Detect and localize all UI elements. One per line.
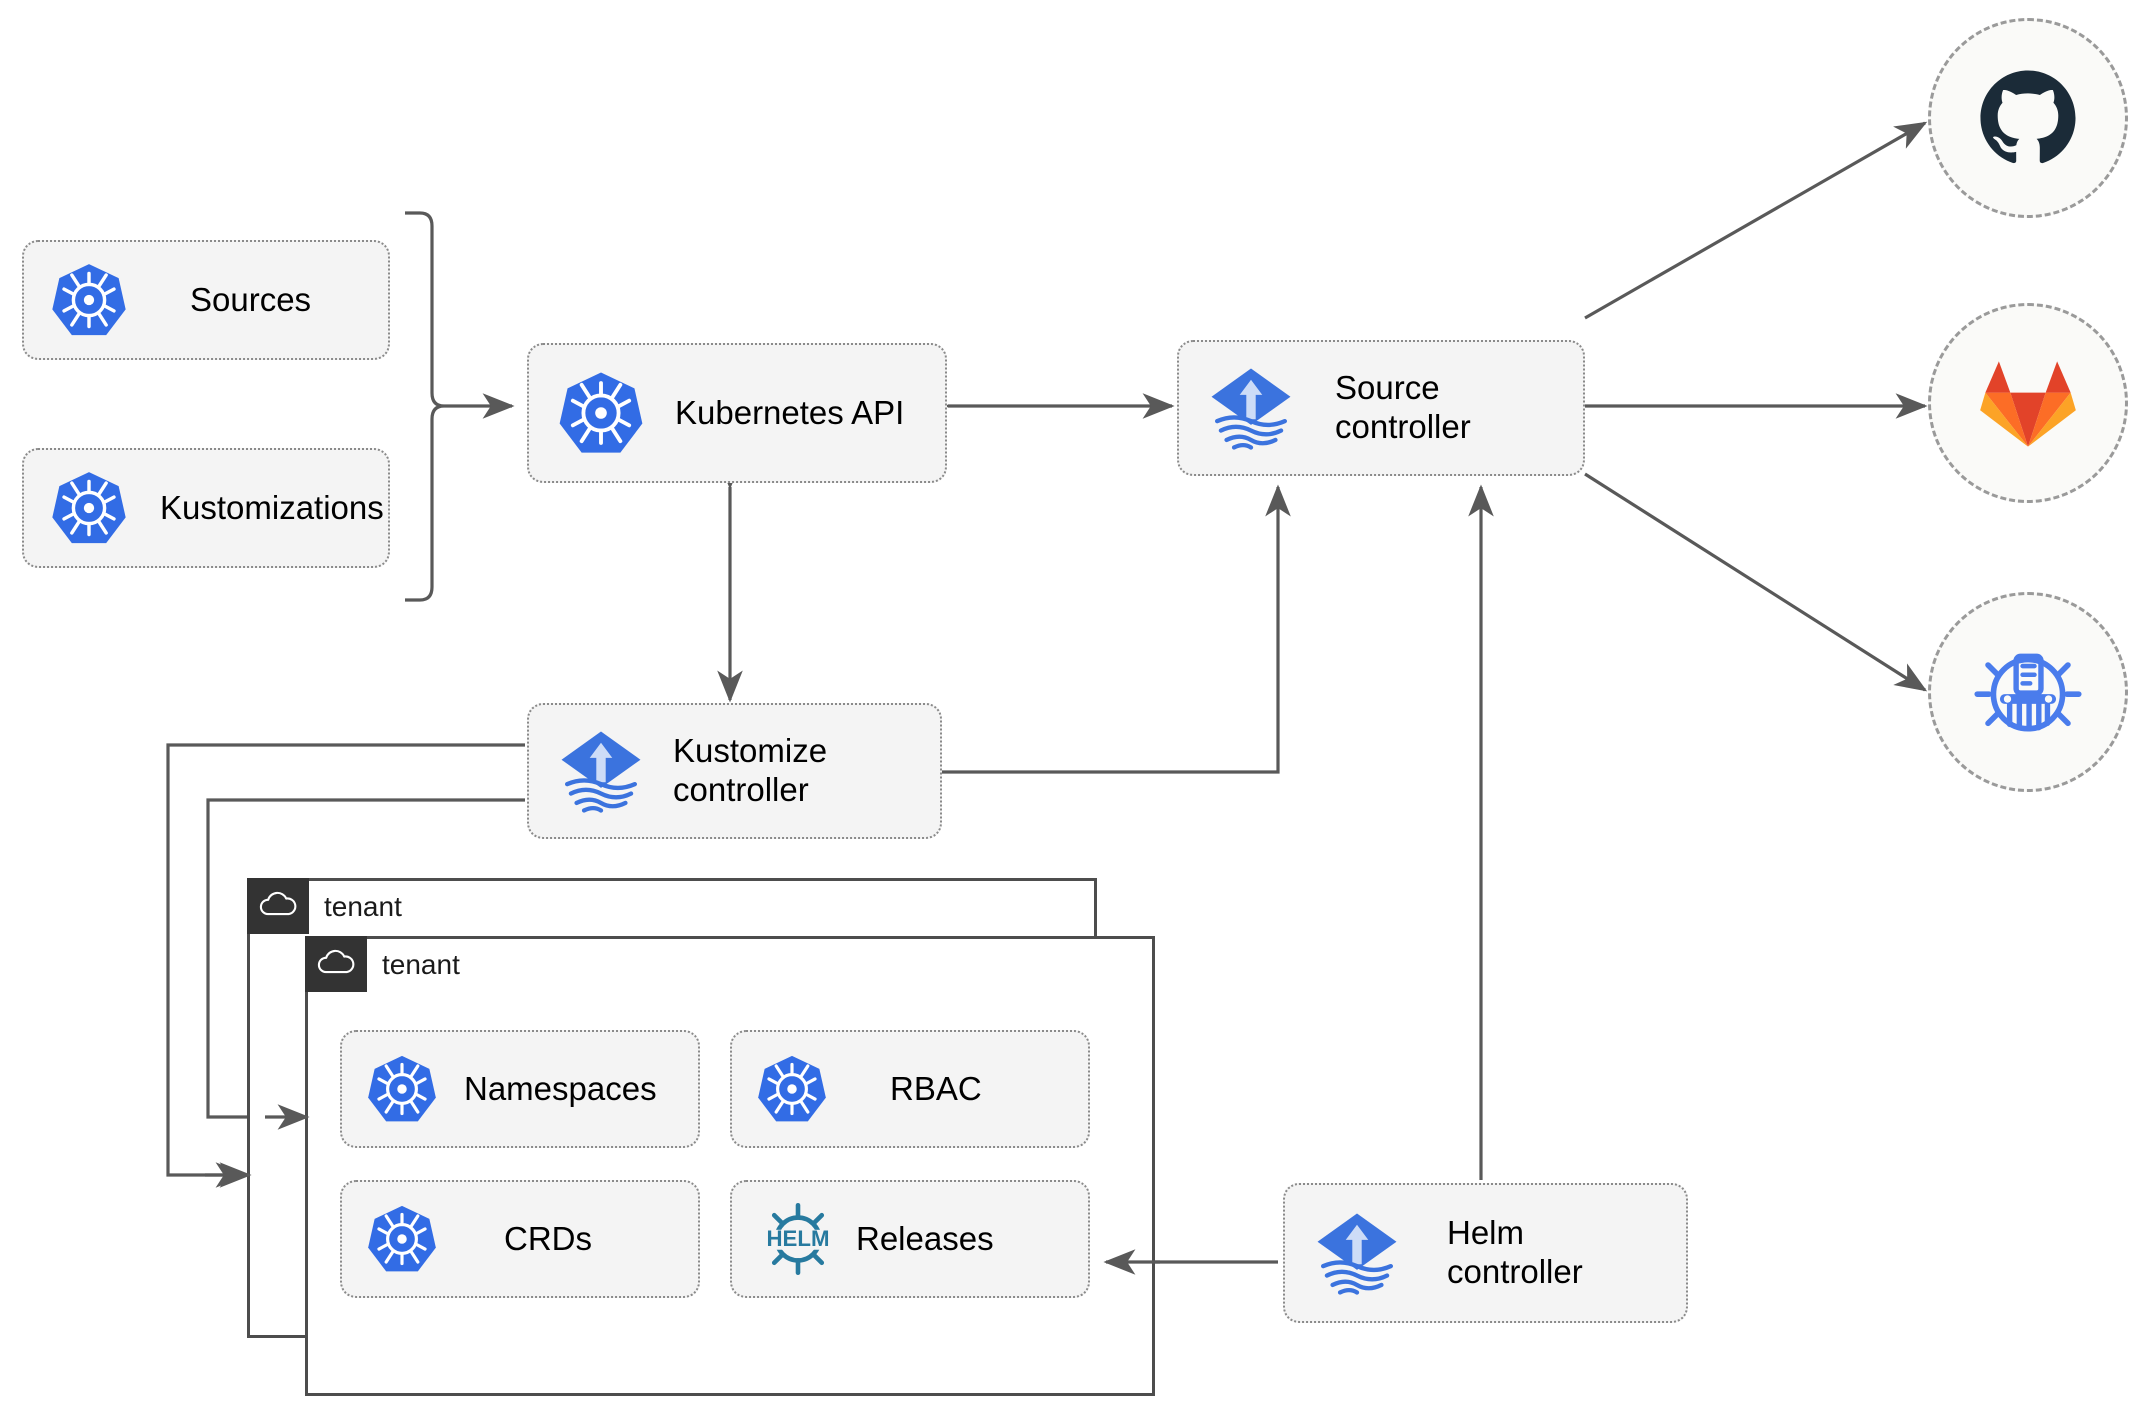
wire-resources-brace <box>405 211 445 602</box>
tenant-resource-label: CRDs <box>504 1219 592 1257</box>
tenant-resource-crds[interactable]: CRDs <box>340 1180 700 1298</box>
tenant-resource-releases[interactable]: HELM Releases <box>730 1180 1090 1298</box>
tenant-resource-namespaces[interactable]: Namespaces <box>340 1030 700 1148</box>
provider-github[interactable] <box>1928 18 2128 218</box>
kubernetes-icon <box>752 1049 832 1129</box>
resource-box-kustomizations[interactable]: Kustomizations <box>22 448 390 568</box>
tenant-label: tenant <box>382 949 460 980</box>
kubernetes-icon <box>362 1199 442 1279</box>
flux-icon <box>551 721 651 821</box>
node-label: Kubernetes API <box>675 393 905 431</box>
wire-kustomize-to-source <box>942 484 1291 774</box>
tenant-tab <box>247 878 309 934</box>
cloud-icon <box>257 890 299 923</box>
tenant-container-front[interactable]: tenant <box>305 936 1155 1396</box>
gitlab-icon <box>1976 351 2080 455</box>
helm-icon: HELM <box>752 1193 844 1285</box>
kubernetes-icon <box>362 1049 442 1129</box>
svg-text:HELM: HELM <box>767 1226 830 1251</box>
node-label: Kustomize controller <box>673 732 828 808</box>
provider-gitlab[interactable] <box>1928 303 2128 503</box>
flux-icon <box>1201 358 1301 458</box>
node-kustomize-controller[interactable]: Kustomize controller <box>527 703 942 839</box>
wire-source-to-github <box>1584 121 1928 320</box>
node-label: Helm controller <box>1447 1214 1583 1290</box>
resource-label: Sources <box>190 280 312 318</box>
flux-icon <box>1307 1203 1407 1303</box>
resource-box-sources[interactable]: Sources <box>22 240 390 360</box>
tenant-tab <box>305 936 367 992</box>
tenant-resource-label: Namespaces <box>464 1069 657 1107</box>
tenant-resource-label: RBAC <box>890 1069 982 1107</box>
bucket-icon <box>1974 638 2082 746</box>
node-kubernetes-api[interactable]: Kubernetes API <box>527 343 947 483</box>
kubernetes-icon <box>553 365 649 461</box>
cloud-icon <box>315 948 357 981</box>
kubernetes-icon <box>46 465 132 551</box>
node-label: Source controller <box>1335 369 1471 445</box>
github-icon <box>1974 64 2082 172</box>
kubernetes-icon <box>46 257 132 343</box>
tenant-resource-label: Releases <box>856 1219 994 1257</box>
resource-label: Kustomizations <box>160 488 384 526</box>
provider-bucket[interactable] <box>1928 592 2128 792</box>
tenant-resource-rbac[interactable]: RBAC <box>730 1030 1090 1148</box>
wire-source-to-bucket <box>1584 472 1928 692</box>
tenant-label: tenant <box>324 891 402 922</box>
node-source-controller[interactable]: Source controller <box>1177 340 1585 476</box>
node-helm-controller[interactable]: Helm controller <box>1283 1183 1688 1323</box>
